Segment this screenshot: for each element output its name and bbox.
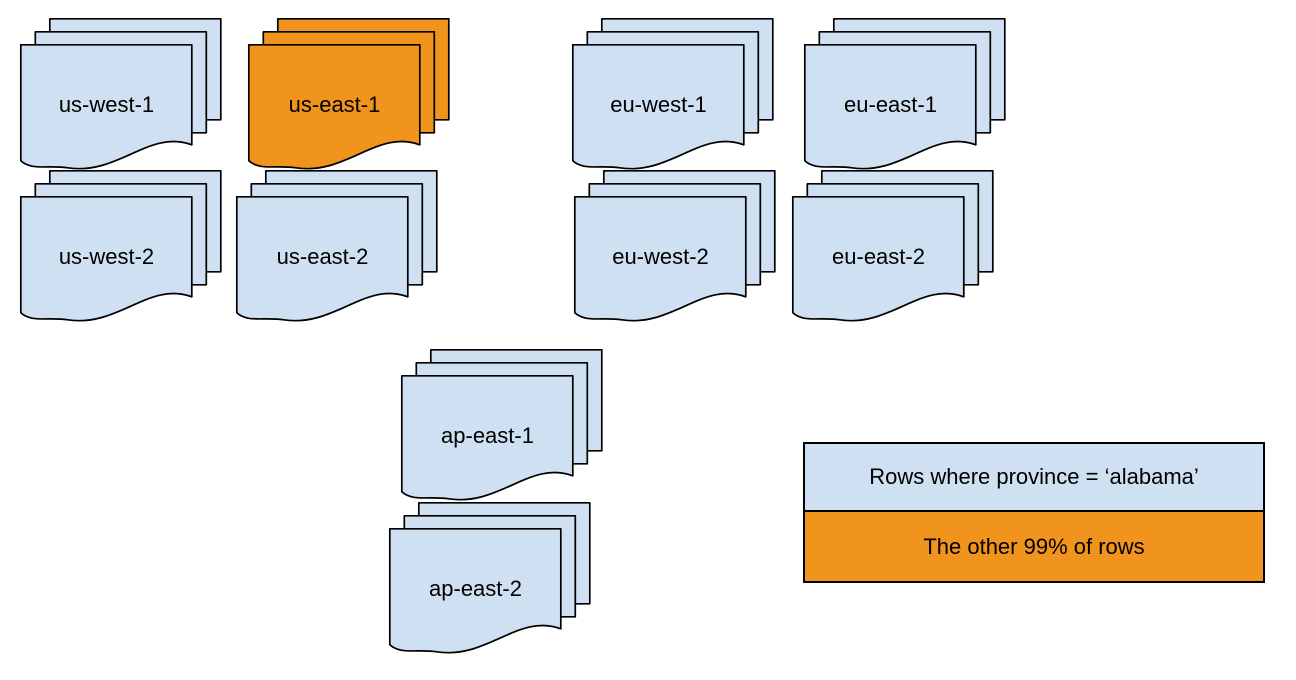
document-stack-icon — [19, 169, 222, 322]
region-label: eu-east-1 — [844, 92, 937, 117]
document-stack-icon — [400, 348, 603, 501]
region-label: us-east-1 — [288, 92, 381, 117]
legend-item-alabama-rows: Rows where province = ‘alabama’ — [803, 442, 1265, 512]
document-stack-icon — [803, 17, 1006, 170]
stack-eu-east-2: eu-east-2 — [791, 169, 995, 323]
region-label: eu-east-2 — [832, 244, 925, 269]
document-stack-icon — [235, 169, 438, 322]
region-label: us-west-1 — [58, 92, 155, 117]
stack-ap-east-2: ap-east-2 — [388, 501, 592, 655]
region-label: us-east-2 — [276, 244, 369, 269]
legend: Rows where province = ‘alabama’ The othe… — [803, 442, 1265, 583]
region-label: ap-east-1 — [441, 423, 534, 448]
stack-us-east-2: us-east-2 — [235, 169, 439, 323]
region-label: eu-west-2 — [612, 244, 709, 269]
legend-item-label: Rows where province = ‘alabama’ — [869, 464, 1199, 489]
region-label: us-west-2 — [58, 244, 155, 269]
stack-eu-west-1: eu-west-1 — [571, 17, 775, 171]
legend-item-other-rows: The other 99% of rows — [803, 510, 1265, 583]
region-label: eu-west-1 — [610, 92, 707, 117]
document-stack-icon — [791, 169, 994, 322]
stack-us-west-1: us-west-1 — [19, 17, 223, 171]
stack-ap-east-1: ap-east-1 — [400, 348, 604, 502]
document-stack-icon — [571, 17, 774, 170]
stack-eu-west-2: eu-west-2 — [573, 169, 777, 323]
stack-eu-east-1: eu-east-1 — [803, 17, 1007, 171]
document-stack-icon — [573, 169, 776, 322]
document-stack-icon — [19, 17, 222, 170]
document-stack-icon — [388, 501, 591, 654]
region-label: ap-east-2 — [429, 576, 522, 601]
document-stack-icon — [247, 17, 450, 170]
stack-us-east-1: us-east-1 — [247, 17, 451, 171]
legend-item-label: The other 99% of rows — [923, 533, 1145, 559]
stack-us-west-2: us-west-2 — [19, 169, 223, 323]
